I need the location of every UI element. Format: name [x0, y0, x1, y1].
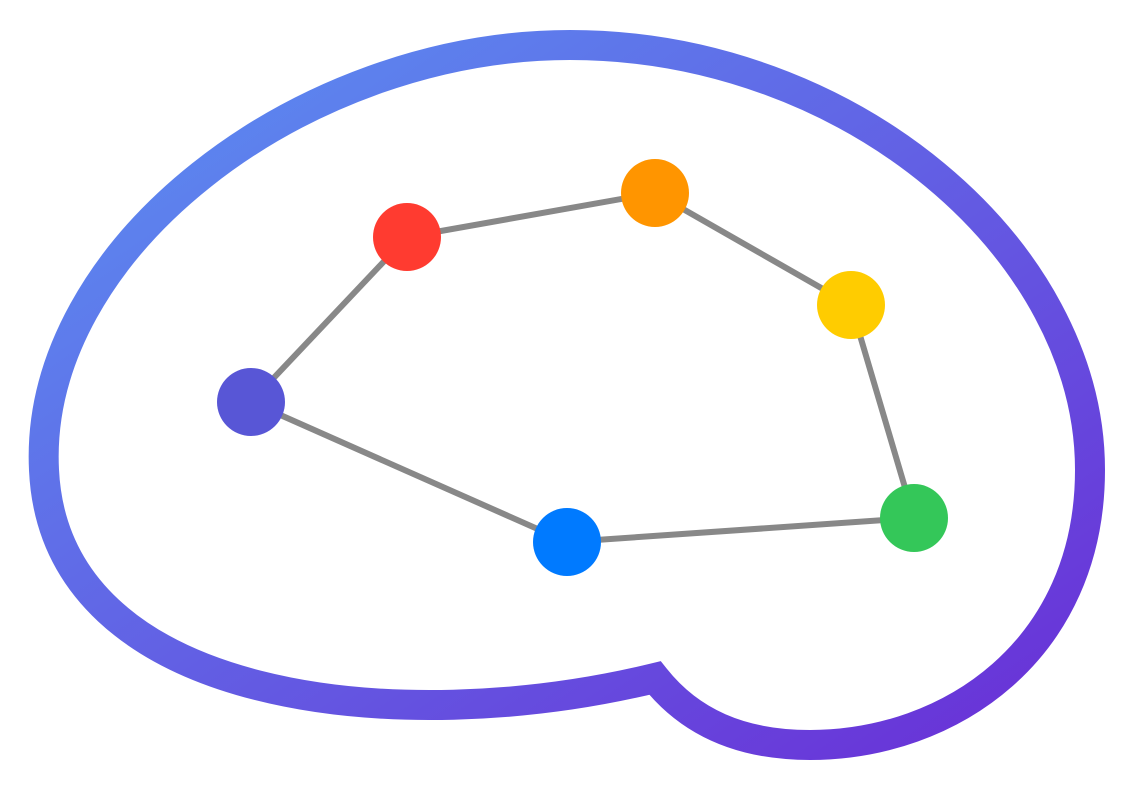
node-green [880, 484, 948, 552]
edge-indigo-red [248, 234, 410, 405]
edge-orange-yellow [653, 190, 853, 308]
node-yellow [817, 271, 885, 339]
edge-yellow-green [848, 304, 917, 519]
node-indigo [217, 368, 285, 436]
graph-nodes [217, 159, 948, 576]
edge-red-orange [406, 190, 656, 240]
edge-blue-indigo [249, 399, 569, 545]
graph-edges [248, 190, 917, 545]
node-blue [533, 508, 601, 576]
node-orange [621, 159, 689, 227]
brain-outline [28, 29, 1106, 761]
node-red [373, 203, 441, 271]
edge-green-blue [566, 515, 915, 545]
